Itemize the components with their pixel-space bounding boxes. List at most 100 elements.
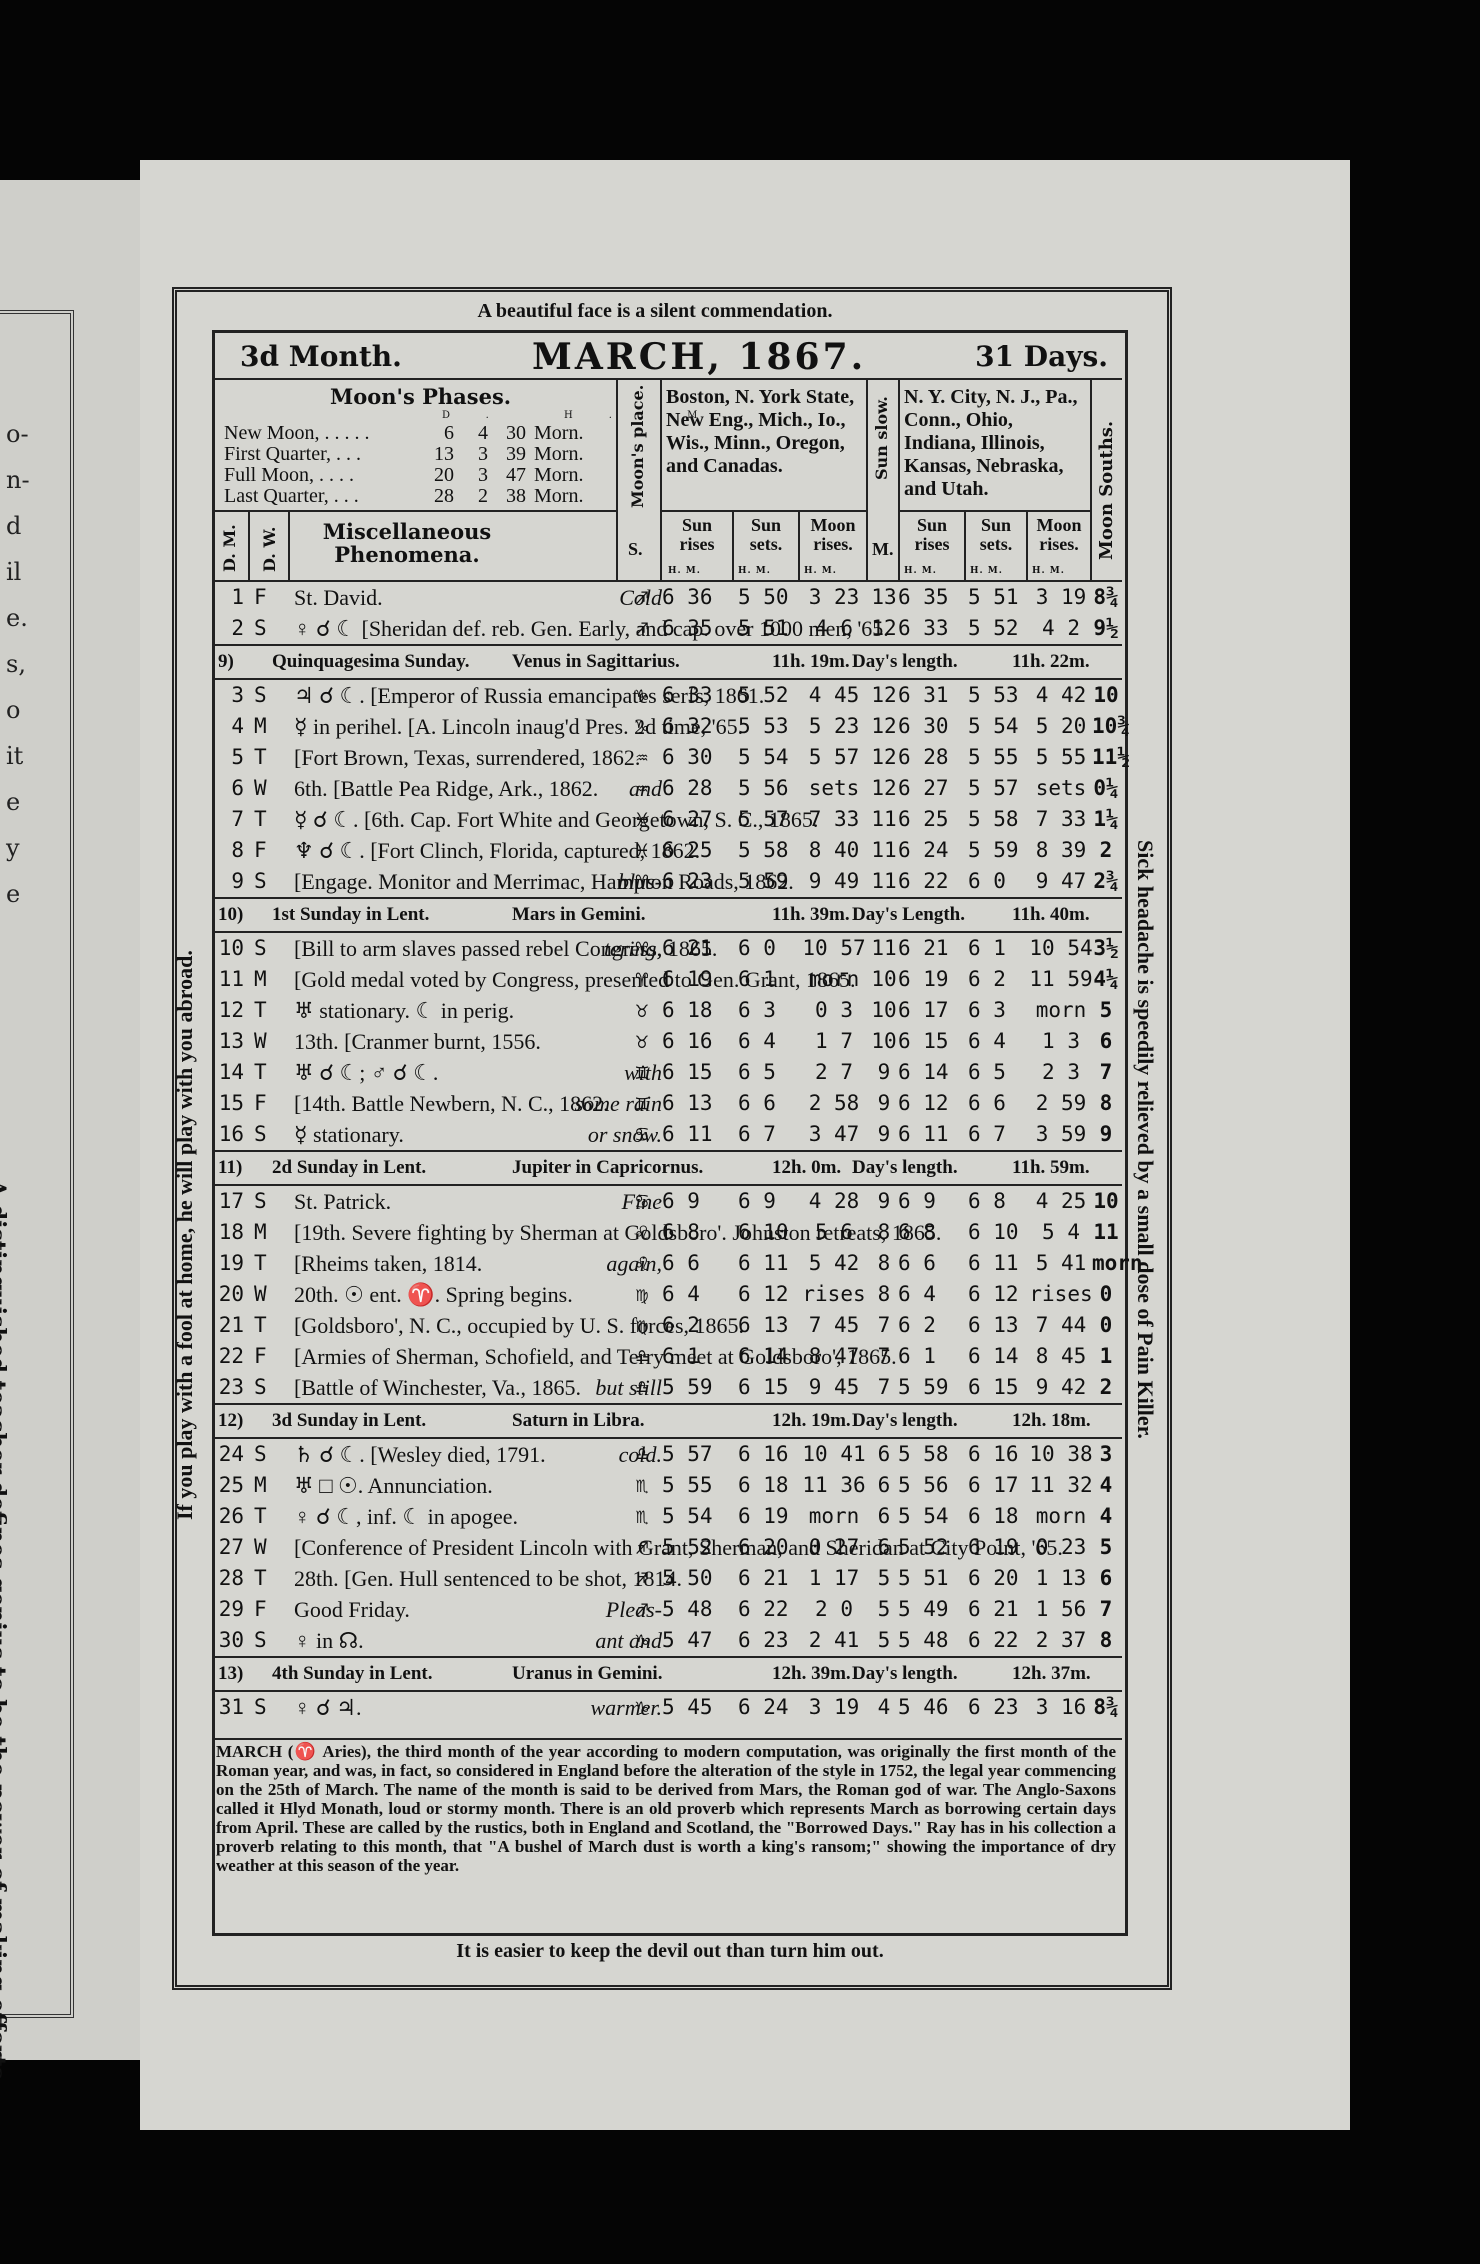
cell-dw: T <box>254 1504 267 1528</box>
cell-dw: F <box>254 585 267 609</box>
sunday-dlv: 11h. 59m. <box>1012 1157 1090 1178</box>
cell-nr: 5 59 <box>898 1375 949 1399</box>
cell-bm: 2 7 <box>815 1060 853 1084</box>
cell-sign: ♏ <box>635 1473 649 1497</box>
cell-dw: W <box>254 1282 267 1306</box>
cell-ms: 8 <box>1099 1628 1113 1652</box>
cell-bm: 2 0 <box>815 1597 853 1621</box>
cell-nr: 6 27 <box>898 776 949 800</box>
cell-ns: 6 1 <box>968 936 1006 960</box>
previous-page-fragment: e <box>6 788 21 816</box>
cell-misc: ☿ in perihel. [A. Lincoln inaug'd Pres. … <box>294 714 744 739</box>
cell-sign: ♐ <box>635 616 649 640</box>
cell-br: 5 55 <box>662 1473 713 1497</box>
cell-dm: 17 <box>218 1189 244 1213</box>
cell-nm: 2 59 <box>1035 1091 1087 1115</box>
cell-dw: S <box>254 683 267 707</box>
cell-sign: ♓ <box>635 807 649 831</box>
cell-br: 6 18 <box>662 998 713 1022</box>
cell-dm: 2 <box>231 616 244 640</box>
cell-misc: ♄ ☌ ☾. [Wesley died, 1791. <box>294 1442 546 1467</box>
cell-dw: T <box>254 807 267 831</box>
cell-dw: S <box>254 1442 267 1466</box>
cell-bm: 0 3 <box>815 998 853 1022</box>
cell-bm: 10 41 <box>802 1442 866 1466</box>
cell-nm: 7 33 <box>1035 807 1087 831</box>
cell-br: 5 57 <box>662 1442 713 1466</box>
cell-nr: 5 56 <box>898 1473 949 1497</box>
cell-ns: 6 20 <box>968 1566 1019 1590</box>
cell-bm: 11 36 <box>802 1473 866 1497</box>
cell-sl: 7 <box>877 1313 891 1337</box>
sign-label: S. <box>628 539 643 559</box>
cell-ns: 6 2 <box>968 967 1006 991</box>
cell-sl: 11 <box>871 869 897 893</box>
cell-sl: 13 <box>871 585 897 609</box>
cell-sign: ♍ <box>635 1313 649 1337</box>
cell-ns: 6 8 <box>968 1189 1006 1213</box>
cell-nm: 7 44 <box>1035 1313 1087 1337</box>
cell-nm: morn <box>1035 1504 1087 1528</box>
cell-ms: 4¼ <box>1093 967 1119 991</box>
cell-nr: 6 35 <box>898 585 949 609</box>
minutes-label: M. <box>872 539 894 559</box>
cell-bs: 6 4 <box>738 1029 776 1053</box>
cell-ns: 6 16 <box>968 1442 1019 1466</box>
cell-dm: 24 <box>218 1442 244 1466</box>
cell-wx: or snow. <box>587 1122 662 1147</box>
boston-sun-rises-label: Sun rises <box>679 515 715 554</box>
cell-nr: 6 30 <box>898 714 949 738</box>
cell-nr: 6 24 <box>898 838 949 862</box>
sunday-dlv: 11h. 40m. <box>1012 904 1090 925</box>
cell-misc: [Goldsboro', N. C., occupied by U. S. fo… <box>294 1313 745 1338</box>
cell-dm: 10 <box>218 936 244 960</box>
cell-nr: 5 51 <box>898 1566 949 1590</box>
cell-sl: 12 <box>871 616 897 640</box>
previous-page-fragment: o <box>6 696 21 724</box>
cell-ms: 5 <box>1099 1535 1113 1559</box>
cell-bs: 5 51 <box>738 616 789 640</box>
cell-nr: 6 25 <box>898 807 949 831</box>
cell-sign: ♐ <box>635 1566 649 1590</box>
sunday-dur: 12h. 19m. <box>772 1410 851 1431</box>
cell-sl: 11 <box>871 807 897 831</box>
cell-sign: ♌ <box>635 1220 649 1244</box>
cell-sl: 6 <box>877 1504 891 1528</box>
cell-ms: 11½ <box>1092 745 1130 769</box>
nyc-sun-rises-label: Sun rises <box>914 515 950 554</box>
boston-sun-sets-label: Sun sets. <box>749 515 783 554</box>
hm-label: H. M. <box>1032 566 1065 576</box>
cell-dw: F <box>254 1344 267 1368</box>
cell-br: 6 25 <box>662 838 713 862</box>
cell-bs: 6 6 <box>738 1091 776 1115</box>
cell-br: 6 23 <box>662 869 713 893</box>
sunday-name: 1st Sunday in Lent. <box>272 904 430 925</box>
cell-ns: 6 3 <box>968 998 1006 1022</box>
cell-misc: [Battle of Winchester, Va., 1865. <box>294 1375 582 1400</box>
nyc-moon-rises-label: Moon rises. <box>1036 515 1082 554</box>
cell-wx: ant and <box>595 1628 662 1653</box>
cell-nr: 6 8 <box>898 1220 936 1244</box>
cell-br: 6 33 <box>662 683 713 707</box>
cell-wx: Cold <box>619 585 662 610</box>
sunday-planet: Mars in Gemini. <box>512 904 646 925</box>
cell-ns: 6 21 <box>968 1597 1019 1621</box>
cell-wx: but still <box>595 1375 662 1400</box>
cell-misc: [Fort Brown, Texas, surrendered, 1862. <box>294 745 641 770</box>
cell-dm: 7 <box>231 807 244 831</box>
cell-misc: ♀ ☌ ♃. <box>294 1695 362 1720</box>
cell-dw: S <box>254 936 267 960</box>
cell-dm: 29 <box>218 1597 244 1621</box>
cell-ms: 3½ <box>1093 936 1119 960</box>
cell-nr: 6 28 <box>898 745 949 769</box>
cell-misc: [Gold medal voted by Congress, presented… <box>294 967 856 992</box>
phase-m: 39 <box>506 443 526 465</box>
cell-dm: 18 <box>218 1220 244 1244</box>
cell-br: 6 13 <box>662 1091 713 1115</box>
cell-bs: 6 23 <box>738 1628 789 1652</box>
cell-dw: T <box>254 1251 267 1275</box>
cell-dw: T <box>254 1566 267 1590</box>
